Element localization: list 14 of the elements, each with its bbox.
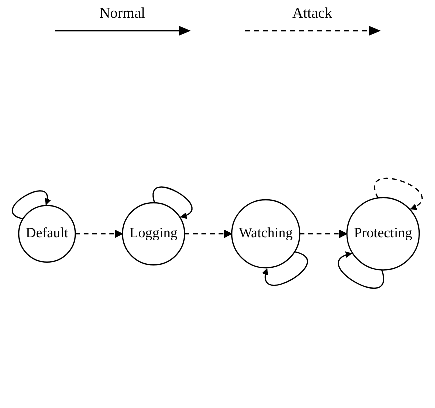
arrow — [300, 230, 348, 239]
node-circle: Logging — [122, 202, 186, 266]
self-loop-arrow — [338, 252, 384, 290]
arrow — [184, 230, 232, 239]
self-loop-arrow — [152, 187, 193, 219]
node-circle: Default — [18, 206, 76, 264]
node-circle: Protecting — [346, 198, 420, 272]
legend-label: Attack — [292, 6, 332, 23]
self-loop-arrow — [374, 178, 423, 210]
self-loop-arrow — [262, 252, 308, 286]
arrow — [76, 230, 124, 239]
node-circle: Watching — [231, 200, 301, 270]
legend-label: Normal — [100, 6, 146, 23]
self-loop-arrow — [12, 191, 51, 220]
